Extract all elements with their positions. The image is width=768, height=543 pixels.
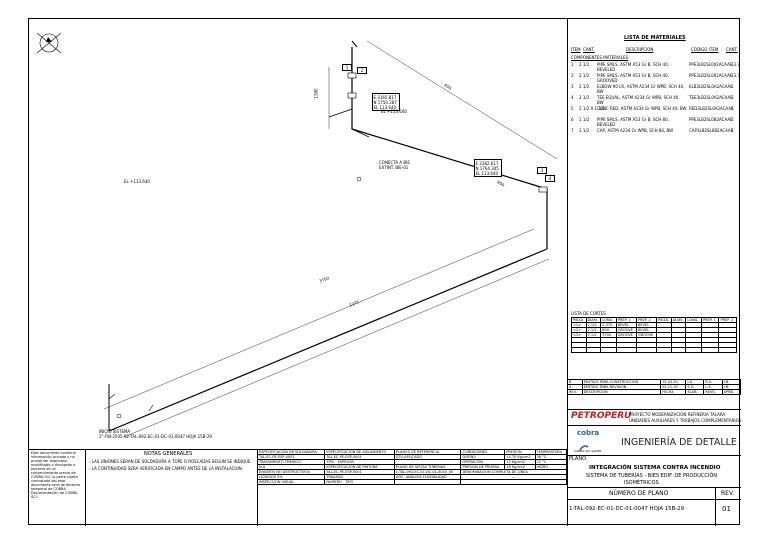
- plan-number-label: NÚMERO DE PLANO: [609, 490, 669, 497]
- materials-header-row: ITEM CANT. DESCRIPCION CODIGO ITEM CANT.: [571, 47, 738, 52]
- isometric-drawing: [36, 32, 558, 438]
- pipe-run-upper: [351, 47, 548, 249]
- materials-section: COMPONENTES MATERIALES: [571, 55, 629, 60]
- cut-row: [571, 347, 737, 353]
- north-arrow-icon: [36, 32, 62, 54]
- plan-subtitle: ISOMÉTRICOS: [624, 480, 659, 486]
- petroperu-logo: PETROPERU: [571, 411, 632, 421]
- plan-number: 1-TAL-092-EC-01-DC-01-0047 HOJA 15B-29: [569, 506, 685, 512]
- item-tag: 3: [537, 167, 547, 174]
- disclaimer-text: Este documento contiene información priv…: [31, 451, 81, 499]
- materials-title: LISTA DE MATERIALES: [624, 35, 686, 41]
- item-tag: 4: [545, 175, 555, 182]
- plan-rev-label: REV.: [721, 490, 735, 497]
- engineering-stage: INGENIERÍA DE DETALLE: [621, 437, 737, 448]
- item-tag: 2: [357, 67, 367, 74]
- contractor-sub: COBRA SCI SANTE: [574, 449, 602, 453]
- pipe-run-main: [108, 248, 548, 432]
- note-line: - LAS UNIONES SERAN DE SOLDADURA A TOPE …: [89, 459, 252, 464]
- coordinate-box: E 3182.617 N 1764.345 EL 113.640: [474, 159, 502, 177]
- connection-label: CONECTA A BIE EXTINT. BIE-01: [379, 160, 410, 170]
- plan-rev: 01: [722, 505, 731, 513]
- cobra-logo: cobra: [577, 429, 600, 437]
- cuts-title: LISTA DE CORTES: [571, 311, 606, 316]
- elevation-label: EL +113.640: [381, 109, 407, 114]
- note-line: - LA CONTINUIDAD SERA VERIFICADA EN CAMP…: [89, 466, 244, 471]
- materials-list: ITEM CANT. DESCRIPCION CODIGO ITEM CANT.…: [571, 47, 740, 137]
- plan-title: INTEGRACIÓN SISTEMA CONTRA INCENDIO: [589, 465, 721, 471]
- plan-label: PLANO: [569, 456, 587, 462]
- elevation-label: EL +113.640: [124, 179, 150, 184]
- plan-subtitle: SISTEMA DE TUBERÍAS - BIES EDIF. DE PROD…: [586, 473, 718, 479]
- cobra-logo-icon: [579, 437, 589, 451]
- coordinate-box: E 3165.817 N 1750.287 EL 113.640: [372, 93, 400, 111]
- drawing-sheet: 850 3700 800 1380 2375 E 3165.817 N 1750…: [28, 18, 742, 526]
- item-tag: 1: [342, 64, 352, 71]
- project-line1: PROYECTO MODERNIZACION REFINERIA TALARA: [629, 412, 726, 417]
- dim-label: 1380: [313, 88, 319, 99]
- project-line2: UNIDADES AUXILIARES Y TRABAJOS COMPLEMEN…: [629, 418, 742, 423]
- notes-title: NOTAS GENERALES: [144, 451, 193, 457]
- divider: [567, 19, 568, 526]
- line-reference: INICIO SISTEMA 2"-FW-2505-92-TAL-092-EC-…: [99, 429, 212, 439]
